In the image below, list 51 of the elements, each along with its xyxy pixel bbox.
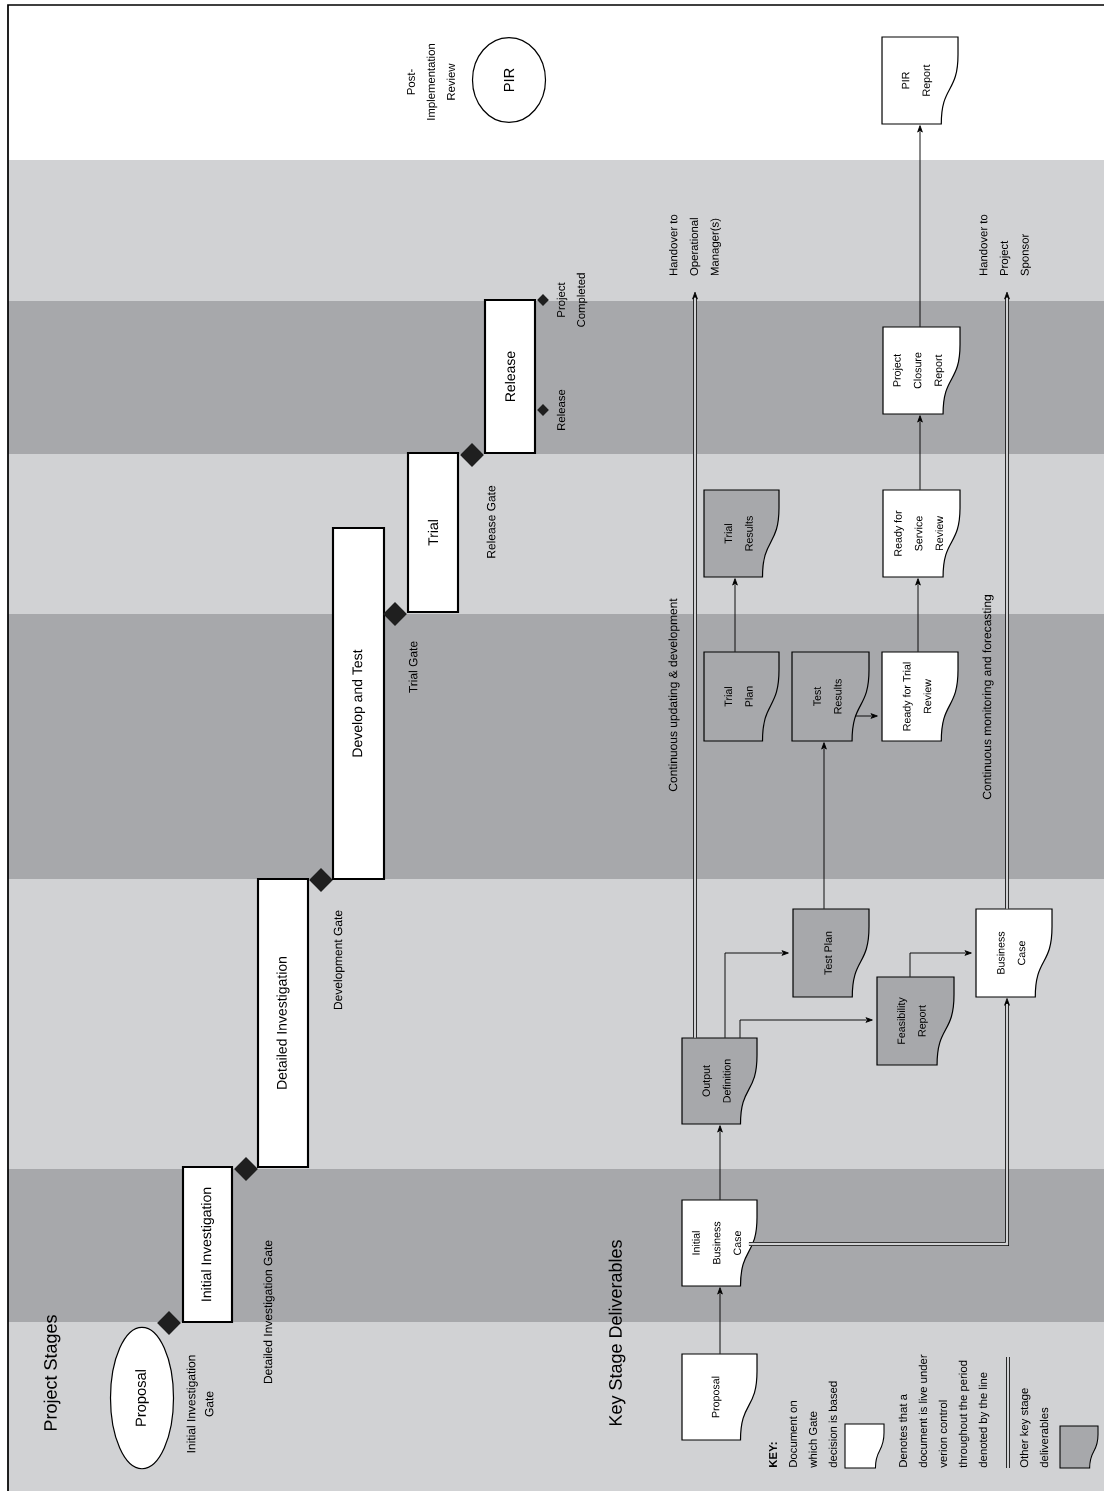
arrow xyxy=(748,998,1010,1246)
document-box: Feasibility Report xyxy=(876,976,955,1066)
gate-label: Trial Gate xyxy=(408,641,418,693)
gate-label: Detailed Investigation Gate xyxy=(263,1240,275,1384)
document-box: PIR Report xyxy=(881,36,959,125)
edge-label: Continuous monitoring and forecasting xyxy=(982,595,994,800)
document-box: Proposal xyxy=(681,1353,758,1441)
gate-label: Initial Investigation Gate xyxy=(186,1355,214,1453)
arrow xyxy=(917,415,923,491)
document-box: Business Case xyxy=(975,908,1053,998)
heading: Project Stages xyxy=(43,1315,61,1431)
review-label: Post-Implementation Review xyxy=(407,44,455,120)
stage-box: Trial xyxy=(406,451,460,614)
document-box: Test Plan xyxy=(792,908,870,998)
stage-box: Develop and Test xyxy=(331,526,386,881)
handover-text: Handover to Operational Manager(s) xyxy=(669,214,721,276)
arrow xyxy=(717,1287,723,1355)
document-box: Ready for Trial Review xyxy=(881,651,959,742)
key-heading: KEY: xyxy=(769,1442,777,1467)
document-box: Test Results xyxy=(791,651,870,742)
stage-box: Initial Investigation xyxy=(181,1165,234,1324)
gate-label: Release Gate xyxy=(486,485,496,558)
arrow xyxy=(909,950,972,978)
arrow xyxy=(855,713,878,719)
stage-box: Release xyxy=(483,298,537,455)
gate-label: Release xyxy=(556,389,566,430)
arrow xyxy=(915,578,921,653)
arrow xyxy=(724,950,789,1039)
legend-text: Document on which Gate decision is based xyxy=(789,1381,837,1468)
handover-text: Handover to Project Sponsor xyxy=(979,214,1031,276)
arrow xyxy=(717,1125,723,1201)
document-box: Trial Results xyxy=(703,489,780,578)
legend-text: Other key stage deliverables xyxy=(1019,1388,1049,1468)
arrow xyxy=(917,125,923,328)
arrow xyxy=(1004,291,1010,909)
document-box: Initial Business Case xyxy=(681,1199,758,1287)
stage-box: Detailed Investigation xyxy=(256,877,310,1169)
arrow xyxy=(821,742,827,910)
gate-diamond xyxy=(234,1157,258,1181)
document-box: Output Definition xyxy=(681,1037,758,1125)
gate-label: Development Gate xyxy=(333,910,345,1010)
document-box: Trial Plan xyxy=(703,651,780,742)
gate-label: Project Completed xyxy=(556,273,588,327)
heading: Key Stage Deliverables xyxy=(608,1240,626,1426)
edge-label: Continuous updating & development xyxy=(668,598,680,792)
document-box: Ready for Service Review xyxy=(882,489,961,578)
gate-diamond xyxy=(157,1311,181,1335)
arrow xyxy=(739,1017,873,1039)
document-box: Project Closure Report xyxy=(882,326,961,415)
arrow xyxy=(692,291,698,1038)
arrow xyxy=(732,578,738,653)
